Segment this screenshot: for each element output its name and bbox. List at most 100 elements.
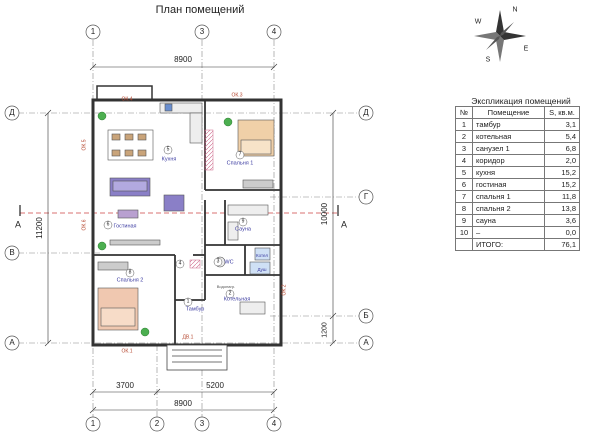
- room-number: 5: [166, 146, 170, 153]
- table-row: ИТОГО:76,1: [455, 238, 580, 251]
- row-room: гостиная: [472, 178, 545, 191]
- axis-label-left-v: В: [9, 248, 15, 257]
- header-room: Помещение: [472, 106, 545, 119]
- row-room: коридор: [472, 154, 545, 167]
- row-number: 8: [455, 202, 473, 215]
- row-area: 6,8: [544, 142, 580, 155]
- row-room: котельная: [472, 130, 545, 143]
- axis-label-left-d: Д: [9, 108, 15, 117]
- row-number: 7: [455, 190, 473, 203]
- compass-s: S: [485, 56, 491, 64]
- row-area: 2,0: [544, 154, 580, 167]
- axis-label-bottom-2: 2: [154, 419, 160, 428]
- row-area: 76,1: [544, 238, 580, 251]
- room-number: 9: [241, 218, 245, 225]
- row-number: 10: [455, 226, 473, 239]
- axis-label-top-3: 3: [199, 27, 205, 36]
- row-room: сауна: [472, 214, 545, 227]
- dimension-bottom-right: 5200: [206, 381, 224, 390]
- axis-label-right-d: Д: [363, 108, 369, 117]
- room-number: 7: [238, 151, 242, 158]
- room-name: Кухня: [161, 156, 177, 163]
- axis-label-bottom-3: 3: [199, 419, 205, 428]
- row-number: 3: [455, 142, 473, 155]
- compass-n: N: [512, 6, 518, 14]
- window-label: ОК.4: [121, 96, 133, 103]
- room-number: 6: [106, 221, 110, 228]
- row-number: 2: [455, 130, 473, 143]
- row-area: 0,0: [544, 226, 580, 239]
- dimension-bottom-total: 8900: [174, 399, 192, 408]
- axis-label-right-g: Г: [363, 192, 369, 201]
- row-room: ИТОГО:: [472, 238, 545, 251]
- row-room: санузел 1: [472, 142, 545, 155]
- window-label: ОК.1: [121, 348, 133, 355]
- window-label: ОК.5: [81, 139, 88, 151]
- row-room: кухня: [472, 166, 545, 179]
- room-number: 4: [178, 260, 182, 267]
- room-name: Спальня 1: [226, 160, 254, 167]
- room-name: Спальня 2: [116, 277, 144, 284]
- axis-label-right-a: А: [363, 338, 369, 347]
- row-number: 4: [455, 154, 473, 167]
- dimension-right: 10000: [320, 202, 329, 226]
- header-area: S, кв.м.: [544, 106, 580, 119]
- row-room: тамбур: [472, 118, 545, 131]
- compass-w: W: [474, 18, 482, 26]
- row-number: 5: [455, 166, 473, 179]
- row-number: [455, 238, 473, 251]
- room-number: 3: [216, 258, 220, 265]
- row-number: 1: [455, 118, 473, 131]
- heater-label: Водонагр.: [216, 284, 236, 289]
- room-name: WC: [224, 259, 234, 266]
- axis-label-right-b: Б: [363, 311, 369, 320]
- compass-e: E: [523, 45, 529, 53]
- section-mark-right: А: [340, 219, 348, 230]
- explication-title: Экспликация помещений: [471, 96, 571, 106]
- compass-icon: [474, 10, 526, 62]
- dimension-top: 8900: [174, 55, 192, 64]
- row-area: 15,2: [544, 166, 580, 179]
- row-number: 6: [455, 178, 473, 191]
- row-room: спальня 1: [472, 190, 545, 203]
- room-number: 2: [228, 290, 232, 297]
- row-number: 9: [455, 214, 473, 227]
- window-label: ДВ.1: [182, 334, 194, 341]
- room-number: 8: [128, 269, 132, 276]
- boiler-label: Котел: [255, 252, 269, 258]
- header-number: №: [455, 106, 473, 119]
- table-row: 10–0,0: [455, 226, 580, 239]
- explication-header-row: № Помещение S, кв.м.: [455, 106, 580, 119]
- row-area: 13,8: [544, 202, 580, 215]
- room-name: Тамбур: [185, 306, 205, 313]
- dimension-right-small: 1200: [321, 322, 329, 338]
- axis-label-bottom-1: 1: [90, 419, 96, 428]
- axis-label-bottom-4: 4: [271, 419, 277, 428]
- row-area: 3,6: [544, 214, 580, 227]
- row-area: 3,1: [544, 118, 580, 131]
- row-room: спальня 2: [472, 202, 545, 215]
- row-area: 15,2: [544, 178, 580, 191]
- row-area: 11,8: [544, 190, 580, 203]
- row-area: 5,4: [544, 130, 580, 143]
- dimension-bottom-left: 3700: [116, 381, 134, 390]
- axis-label-left-a: А: [9, 338, 15, 347]
- room-name: Гостиная: [113, 223, 137, 230]
- row-room: –: [472, 226, 545, 239]
- axis-label-top-4: 4: [271, 27, 277, 36]
- room-name: Сауна: [235, 226, 251, 233]
- plan-title: План помещений: [155, 4, 245, 16]
